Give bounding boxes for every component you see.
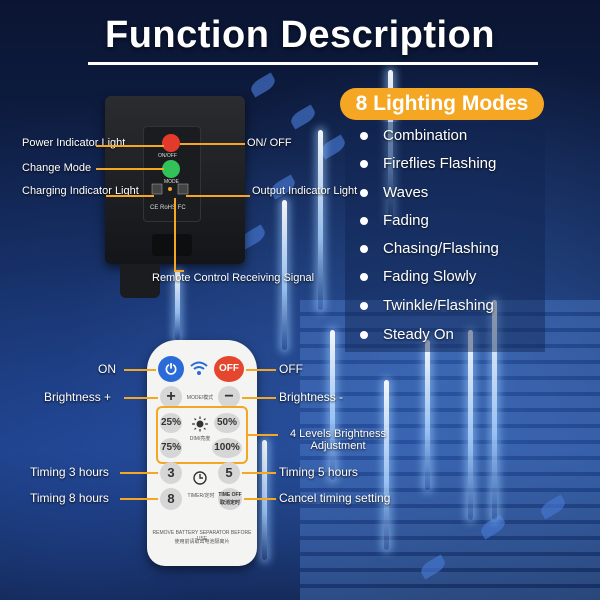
bullet-icon bbox=[360, 245, 368, 253]
off-label: OFF bbox=[279, 362, 303, 376]
change-mode-label: Change Mode bbox=[22, 162, 92, 174]
remote-timer-3-button[interactable]: 3 bbox=[160, 462, 182, 484]
remote-time-off-button[interactable]: TIME OFF 取消定时 bbox=[218, 488, 242, 510]
leader-line bbox=[120, 498, 158, 500]
controller-cert-marks: CE RoHS FC bbox=[150, 205, 186, 211]
mode-item: Twinkle/Flashing bbox=[383, 297, 494, 314]
power-indicator-label: Power Indicator Light bbox=[22, 137, 126, 149]
leader-line bbox=[124, 369, 156, 371]
remote-power-on-button[interactable]: ⏻ bbox=[158, 356, 184, 382]
wifi-icon bbox=[189, 360, 209, 381]
mode-item: Fireflies Flashing bbox=[383, 155, 497, 172]
meteor-light bbox=[388, 70, 393, 220]
leader-line bbox=[106, 195, 154, 197]
bullet-icon bbox=[360, 160, 368, 168]
remote-mode-text: MODE/模式 bbox=[186, 395, 214, 401]
leader-line bbox=[242, 397, 276, 399]
on-off-label: ON/ OFF bbox=[247, 137, 292, 149]
timing-8-label: Timing 8 hours bbox=[30, 491, 109, 505]
meteor-light bbox=[492, 300, 497, 520]
remote-timer-8-button[interactable]: 8 bbox=[160, 488, 182, 510]
leader-line bbox=[96, 168, 164, 170]
remote-off-button[interactable]: OFF bbox=[214, 356, 244, 382]
leader-line bbox=[244, 498, 276, 500]
wooden-fence bbox=[300, 300, 600, 600]
controller-sensor-window bbox=[152, 234, 192, 256]
meteor-light bbox=[262, 440, 267, 560]
meteor-light bbox=[425, 340, 430, 490]
timing-3-label: Timing 3 hours bbox=[30, 465, 109, 479]
leader-line bbox=[180, 143, 245, 145]
remote-warning-text-cn: 使用前请取出电池隔离片 bbox=[174, 539, 230, 545]
title-underline bbox=[88, 62, 538, 65]
four-levels-label: 4 Levels Brightness Adjustment bbox=[290, 428, 386, 452]
cancel-timing-label: Cancel timing setting bbox=[279, 491, 391, 505]
controller-cable-connector bbox=[120, 264, 160, 298]
leader-line bbox=[124, 397, 158, 399]
controller-on-off-text: ON/OFF bbox=[158, 153, 177, 159]
brightness-minus-label: Brightness - bbox=[279, 390, 344, 404]
output-indicator-label: Output Indicator Light bbox=[252, 185, 358, 197]
remote-75-button[interactable]: 75% bbox=[160, 438, 182, 458]
leader-line bbox=[96, 145, 164, 147]
mode-item: Chasing/Flashing bbox=[383, 240, 499, 257]
meteor-light bbox=[384, 380, 389, 550]
leader-line bbox=[186, 195, 250, 197]
remote-timer-text: TIMER/定时 bbox=[187, 493, 215, 499]
bullet-icon bbox=[360, 132, 368, 140]
timing-5-label: Timing 5 hours bbox=[279, 465, 358, 479]
clock-icon bbox=[192, 470, 208, 491]
meteor-light bbox=[468, 330, 473, 520]
remote-50-button[interactable]: 50% bbox=[214, 413, 240, 433]
mode-item: Fading Slowly bbox=[383, 268, 477, 285]
sun-icon bbox=[191, 416, 209, 437]
bullet-icon bbox=[360, 331, 368, 339]
lighting-modes-panel bbox=[345, 122, 545, 352]
bullet-icon bbox=[360, 273, 368, 281]
remote-dim-text: DIM/亮度 bbox=[189, 436, 211, 442]
leader-line bbox=[246, 369, 276, 371]
on-label: ON bbox=[98, 362, 116, 376]
controller-power-button[interactable] bbox=[162, 134, 180, 152]
remote-receiving-label: Remote Control Receiving Signal bbox=[152, 272, 315, 284]
controller-mode-text: MODE bbox=[164, 179, 179, 185]
mode-item: Fading bbox=[383, 212, 429, 229]
lighting-modes-heading: 8 Lighting Modes bbox=[340, 88, 544, 120]
leader-line bbox=[246, 434, 278, 436]
remote-100-button[interactable]: 100% bbox=[212, 438, 242, 458]
page-title: Function Description bbox=[105, 14, 495, 56]
leaf-icon bbox=[288, 104, 318, 130]
leaf-icon bbox=[248, 72, 278, 98]
mode-item: Steady On bbox=[383, 326, 454, 343]
meteor-light bbox=[282, 200, 287, 350]
bullet-icon bbox=[360, 189, 368, 197]
remote-brightness-minus-button[interactable]: − bbox=[218, 386, 240, 408]
bullet-icon bbox=[360, 217, 368, 225]
meteor-light bbox=[330, 330, 335, 480]
remote-warning-text: REMOVE BATTERY SEPARATOR BEFORE USE bbox=[152, 530, 252, 542]
mode-item: Combination bbox=[383, 127, 468, 144]
leader-line bbox=[174, 198, 176, 270]
meteor-light bbox=[175, 270, 180, 340]
remote-25-button[interactable]: 25% bbox=[160, 413, 182, 433]
brightness-plus-label: Brightness + bbox=[44, 390, 112, 404]
meteor-light bbox=[318, 130, 323, 310]
leader-line bbox=[174, 270, 184, 272]
charging-indicator-label: Charging Indicator Light bbox=[22, 185, 139, 197]
controller-mode-button[interactable] bbox=[162, 160, 180, 178]
remote-brightness-plus-button[interactable]: + bbox=[160, 386, 182, 408]
leader-line bbox=[242, 472, 276, 474]
bullet-icon bbox=[360, 302, 368, 310]
leader-line bbox=[120, 472, 158, 474]
remote-timer-5-button[interactable]: 5 bbox=[218, 462, 240, 484]
controller-indicator-leds bbox=[150, 182, 190, 196]
mode-item: Waves bbox=[383, 184, 429, 201]
